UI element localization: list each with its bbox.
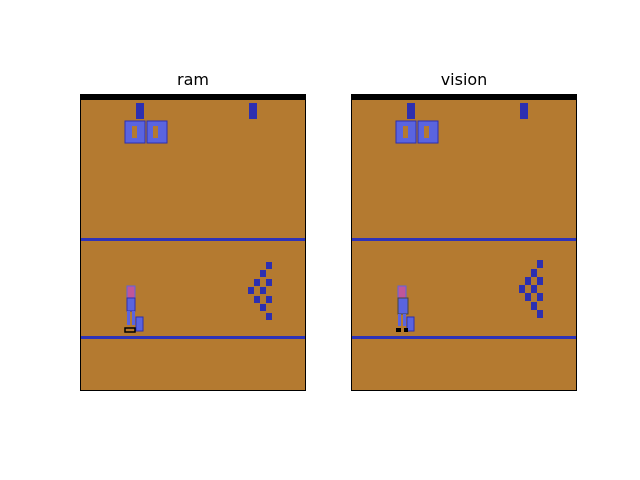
pin-marker-left xyxy=(407,103,415,119)
lane-line-bottom xyxy=(352,336,576,339)
shoe-marker xyxy=(124,327,136,333)
top-bar xyxy=(81,95,305,100)
ram-game-view xyxy=(81,95,305,390)
pin-marker-right xyxy=(520,103,528,119)
pins xyxy=(519,260,543,318)
bowling-ball xyxy=(135,316,144,332)
pins xyxy=(248,262,272,320)
bowler xyxy=(126,285,136,325)
pin-marker-left xyxy=(136,103,144,119)
lane-background xyxy=(81,95,305,390)
pin-marker-right xyxy=(249,103,257,119)
shoe-marker-right xyxy=(404,328,408,332)
bowler xyxy=(397,285,409,326)
bowling-ball xyxy=(406,316,415,332)
ram-frame xyxy=(80,94,306,391)
vision-frame xyxy=(351,94,577,391)
top-bar xyxy=(352,95,576,100)
lane-line-top xyxy=(352,238,576,241)
vision-game-view xyxy=(352,95,576,390)
vision-panel-title: vision xyxy=(440,70,488,89)
lane-line-top xyxy=(81,238,305,241)
ram-panel-title: ram xyxy=(177,70,209,89)
shoe-marker-left xyxy=(396,328,401,332)
lane-line-bottom xyxy=(81,336,305,339)
lane-background xyxy=(352,95,576,390)
